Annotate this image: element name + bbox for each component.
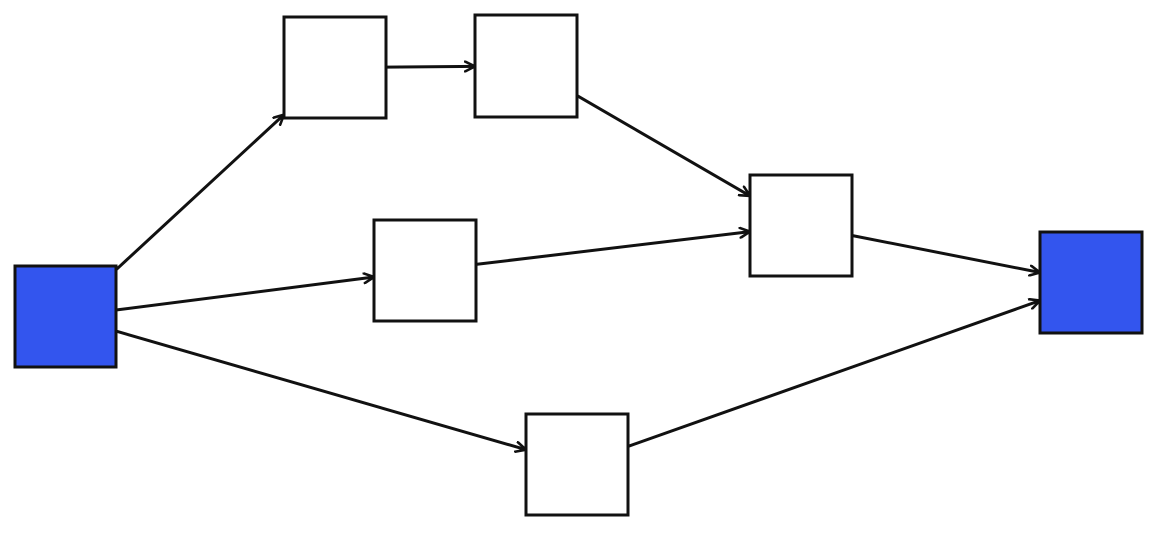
node-sink [1038, 230, 1144, 335]
edge-top-right-to-right-middle [575, 94, 752, 198]
edges-layer [114, 66, 1042, 450]
edge-bottom-to-sink [626, 301, 1042, 448]
node-middle [372, 218, 478, 323]
node-bottom [524, 412, 630, 517]
edge-right-middle-to-sink [850, 234, 1042, 273]
nodes-layer [13, 13, 1144, 517]
node-source [13, 264, 118, 369]
node-top-left [282, 15, 388, 120]
edge-source-to-bottom [114, 329, 528, 450]
node-top-right [473, 13, 579, 119]
edge-source-to-middle [114, 277, 376, 312]
edge-top-left-to-top-right [384, 66, 477, 67]
node-right-middle [748, 173, 854, 278]
edge-middle-to-right-middle [474, 232, 752, 266]
edge-source-to-top-left [114, 113, 286, 272]
